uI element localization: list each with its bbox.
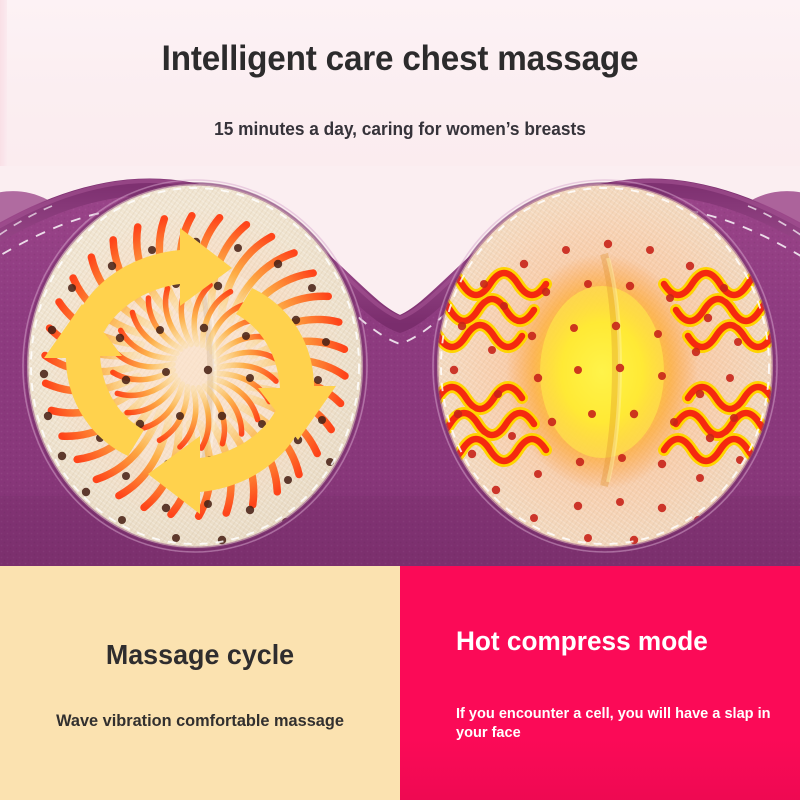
pad-stitching-left [30, 187, 360, 545]
pad-stitching-right [440, 187, 770, 545]
panel-right-title: Hot compress mode [456, 626, 708, 656]
massager-illustration [0, 166, 800, 566]
header-band: Intelligent care chest massage 15 minute… [0, 0, 800, 166]
feature-panels: Massage cycle Wave vibration comfortable… [0, 566, 800, 800]
hot-compress-pad [432, 179, 778, 553]
massage-cycle-arrows [44, 228, 336, 514]
panel-hot-compress: Hot compress mode If you encounter a cel… [400, 566, 800, 800]
page-title: Intelligent care chest massage [161, 39, 639, 78]
panel-massage-cycle: Massage cycle Wave vibration comfortable… [0, 566, 400, 800]
pad-dots-right [449, 239, 744, 545]
panel-left-title: Massage cycle [105, 639, 295, 670]
panel-right-subtitle: If you encounter a cell, you will have a… [456, 705, 771, 742]
panel-left-subtitle: Wave vibration comfortable massage [56, 711, 344, 730]
massage-cycle-pad [22, 179, 368, 553]
product-photo [0, 166, 800, 566]
page-subtitle: 15 minutes a day, caring for women’s bre… [214, 119, 586, 139]
